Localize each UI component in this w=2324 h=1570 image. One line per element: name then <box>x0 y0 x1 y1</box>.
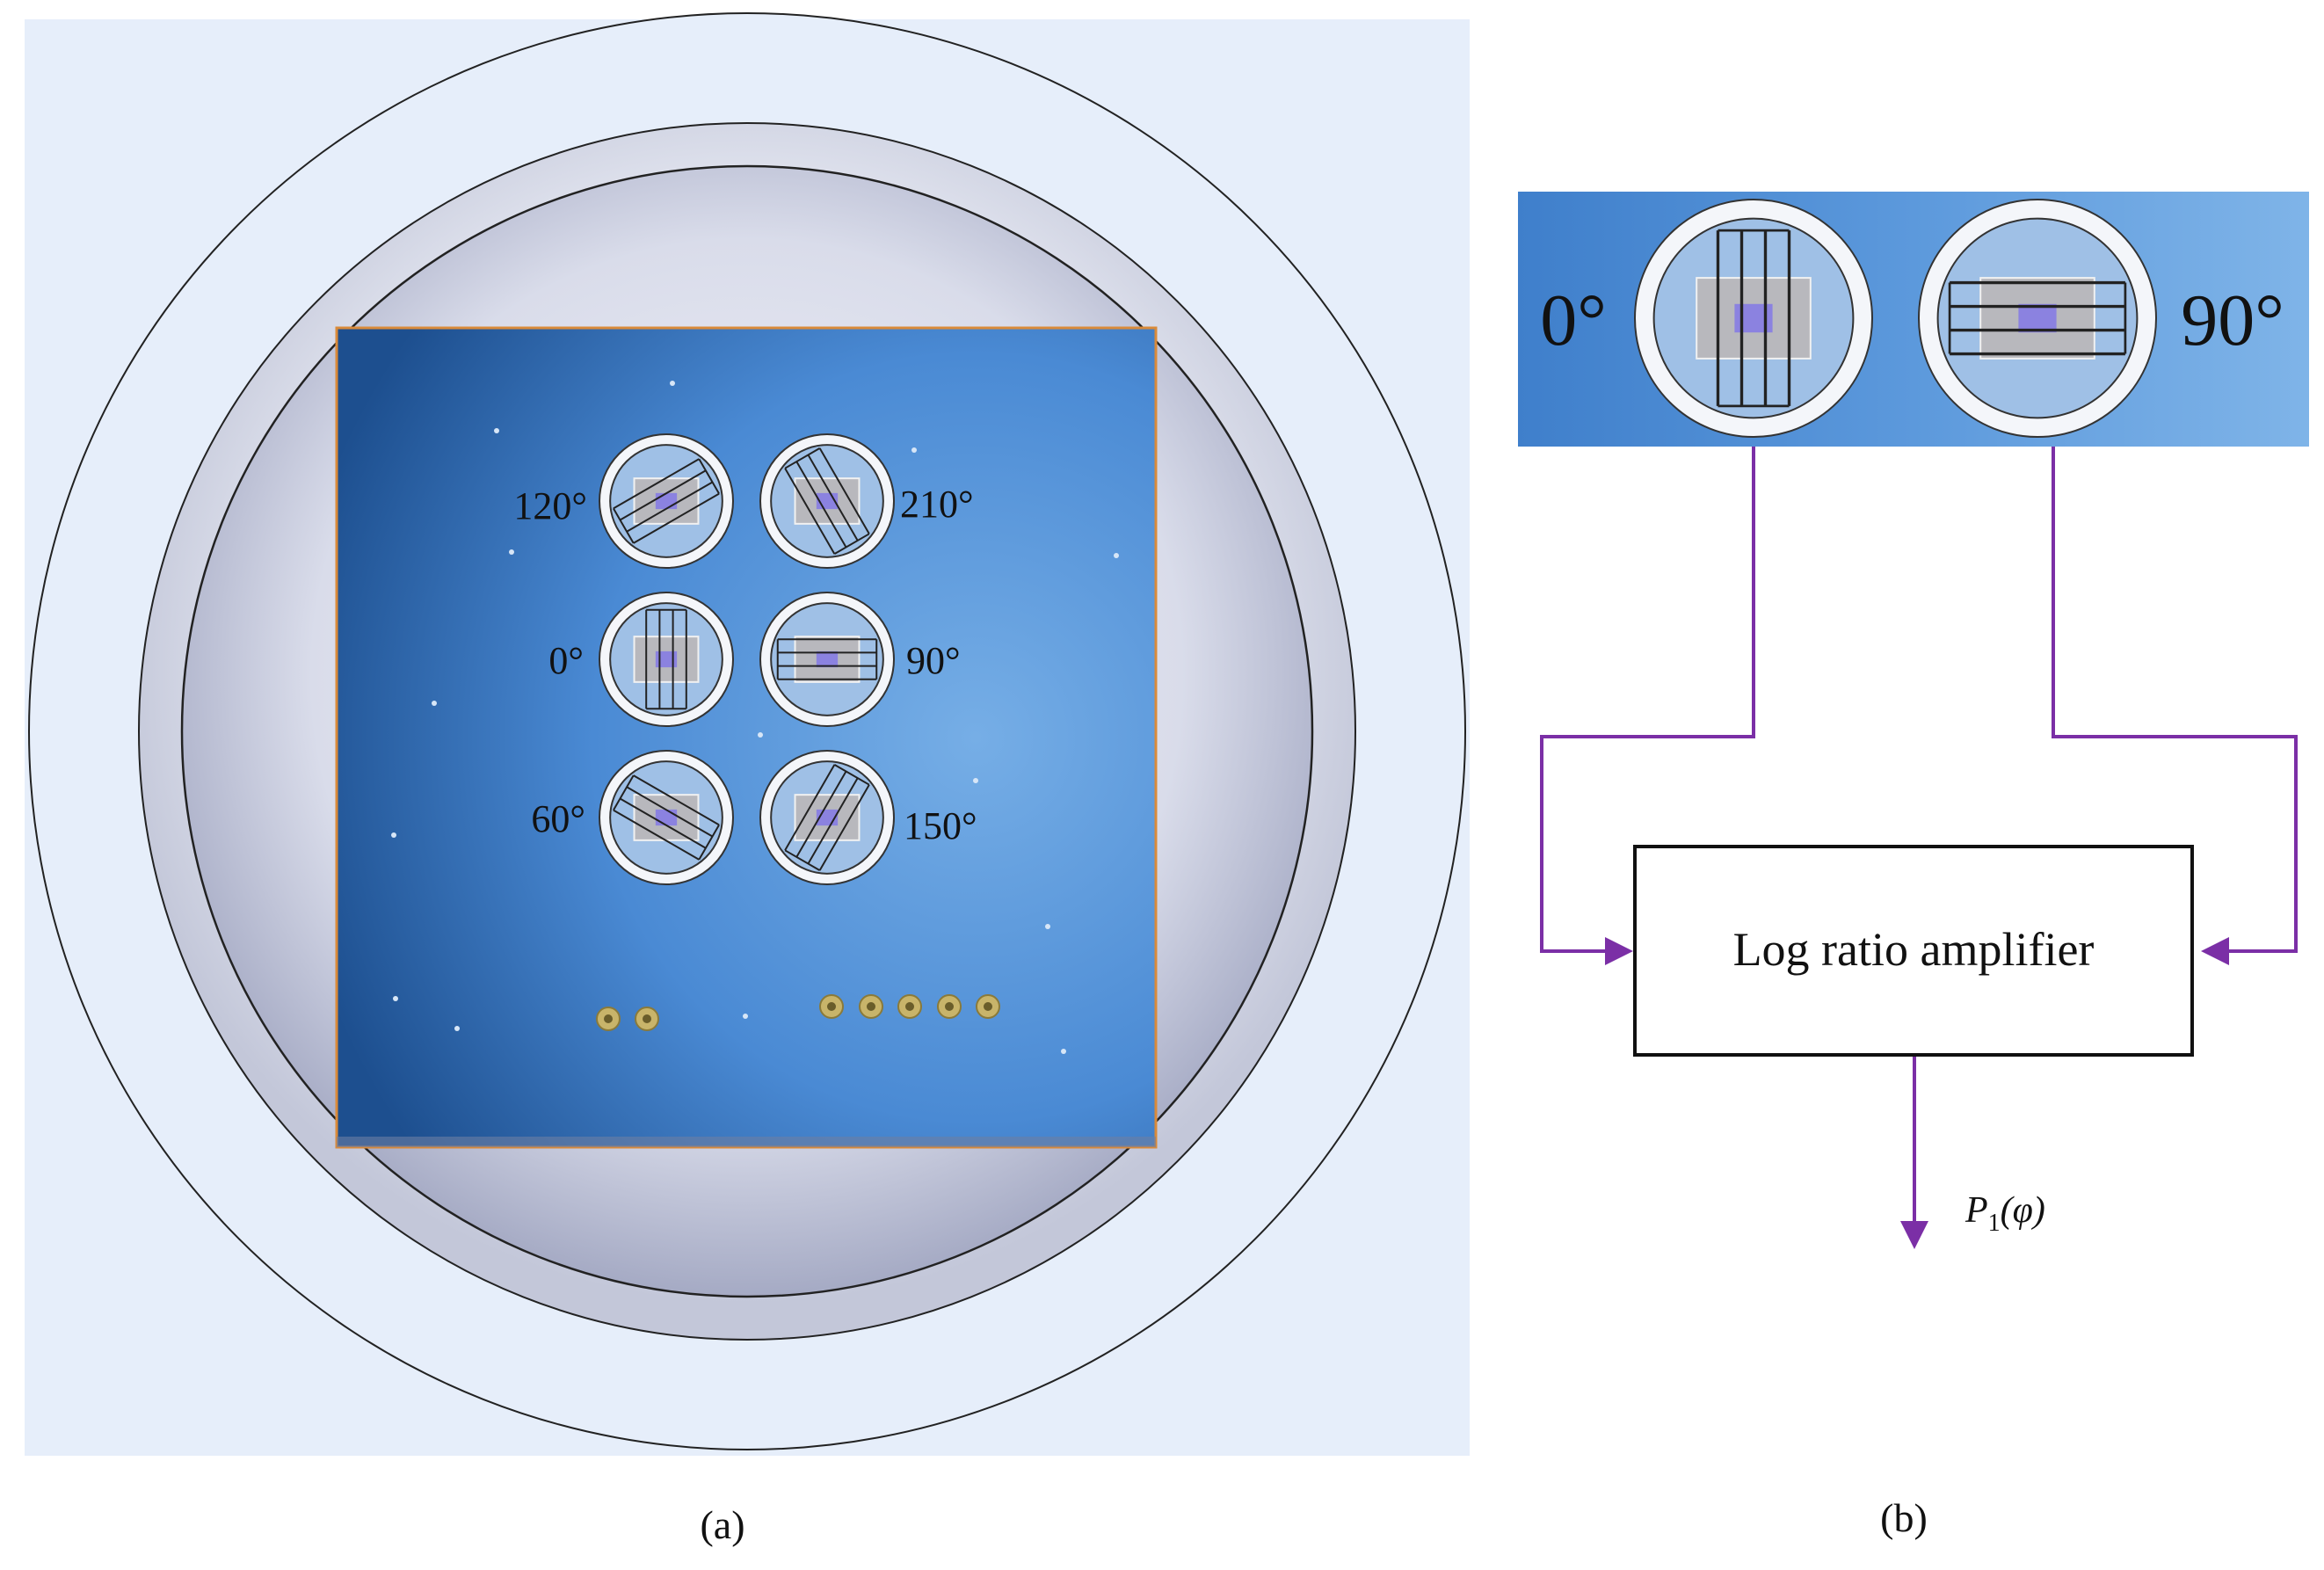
sensor-pixel <box>655 809 678 826</box>
board-specks <box>391 381 1119 1054</box>
pad <box>635 1007 659 1031</box>
log-ratio-amplifier-box <box>1633 845 2194 1057</box>
grating-line <box>619 797 707 849</box>
sensor-chip <box>633 636 700 683</box>
sensor-pixel <box>816 651 839 668</box>
grating-lines <box>1716 229 1791 408</box>
pad <box>897 994 922 1019</box>
grating-lines <box>784 447 870 555</box>
sensor-label-120: 120° <box>513 484 587 527</box>
grating-line <box>633 492 720 544</box>
amplifier-label: Log ratio amplifier <box>1733 923 2095 976</box>
connector-right <box>2052 447 2298 965</box>
caption-b: (b) <box>1880 1495 1928 1540</box>
panel-b: 0° 90° Log ratio amplifier P1(φ) (b) <box>1518 192 2309 1540</box>
grating-line <box>818 784 870 871</box>
sensor-120 <box>599 433 734 569</box>
board-edge-shadow <box>337 1137 1156 1147</box>
output-symbol: P <box>1965 1190 1988 1231</box>
sensor-label-90: 90° <box>906 639 961 682</box>
grating-line <box>818 447 870 534</box>
pad <box>976 994 1000 1019</box>
sensor-label-0: 0° <box>548 639 584 682</box>
sensor-pixel <box>655 651 678 668</box>
pad-row-left <box>596 1007 659 1031</box>
sensor-label-210: 210° <box>900 483 974 526</box>
grating-end <box>613 774 720 861</box>
grating-end <box>613 458 720 544</box>
sensor-90 <box>759 592 895 727</box>
strip-sensor-0 <box>1634 199 1873 438</box>
output-argument: (φ) <box>2001 1190 2045 1231</box>
pad <box>596 1007 621 1031</box>
sensor-0 <box>599 592 734 727</box>
grating-line <box>784 764 836 851</box>
pad-row-right <box>819 994 1000 1019</box>
grating-end <box>784 447 870 555</box>
panel-a: 120° 210° 0° 90° 60° 150° (a) <box>25 12 1470 1547</box>
grating-end <box>784 764 870 871</box>
grating-lines <box>784 764 870 871</box>
grating-line <box>795 770 847 858</box>
grating-line <box>626 786 714 838</box>
grating-line <box>633 774 720 826</box>
grating-line <box>613 809 700 861</box>
grating-line <box>784 468 836 555</box>
pad <box>819 994 844 1019</box>
caption-a: (a) <box>700 1502 744 1547</box>
sensor-210 <box>759 433 895 569</box>
grating-end <box>646 608 686 710</box>
grating-lines <box>776 638 878 680</box>
grating-line <box>807 777 859 865</box>
grating-lines <box>613 774 720 861</box>
sensor-pixel <box>655 492 678 510</box>
grating-line <box>619 469 707 521</box>
grating-line <box>795 461 847 549</box>
pad <box>859 994 883 1019</box>
output-subscript: 1 <box>1988 1210 2001 1237</box>
grating-end <box>1948 282 2127 354</box>
output-label: P1(φ) <box>1965 1190 2045 1237</box>
connector-left <box>1540 447 1755 965</box>
grating-line <box>613 458 700 510</box>
grating-line <box>626 481 714 533</box>
sensor-label-150: 150° <box>904 804 977 847</box>
pad <box>937 994 962 1019</box>
strip-sensor-90 <box>1918 199 2157 438</box>
grating-line <box>807 454 859 542</box>
sensor-150 <box>759 750 895 885</box>
sensor-label-60: 60° <box>531 797 585 840</box>
grating-lines <box>645 608 687 710</box>
strip-label-0: 0° <box>1540 280 1607 361</box>
sensor-pixel <box>2018 303 2057 333</box>
grating-end <box>776 639 878 680</box>
sensor-60 <box>599 750 734 885</box>
grating-lines <box>613 458 720 544</box>
grating-lines <box>1948 280 2127 356</box>
circuit-board <box>335 326 1158 1149</box>
strip-label-90: 90° <box>2181 280 2284 361</box>
grating-end <box>1718 229 1790 408</box>
